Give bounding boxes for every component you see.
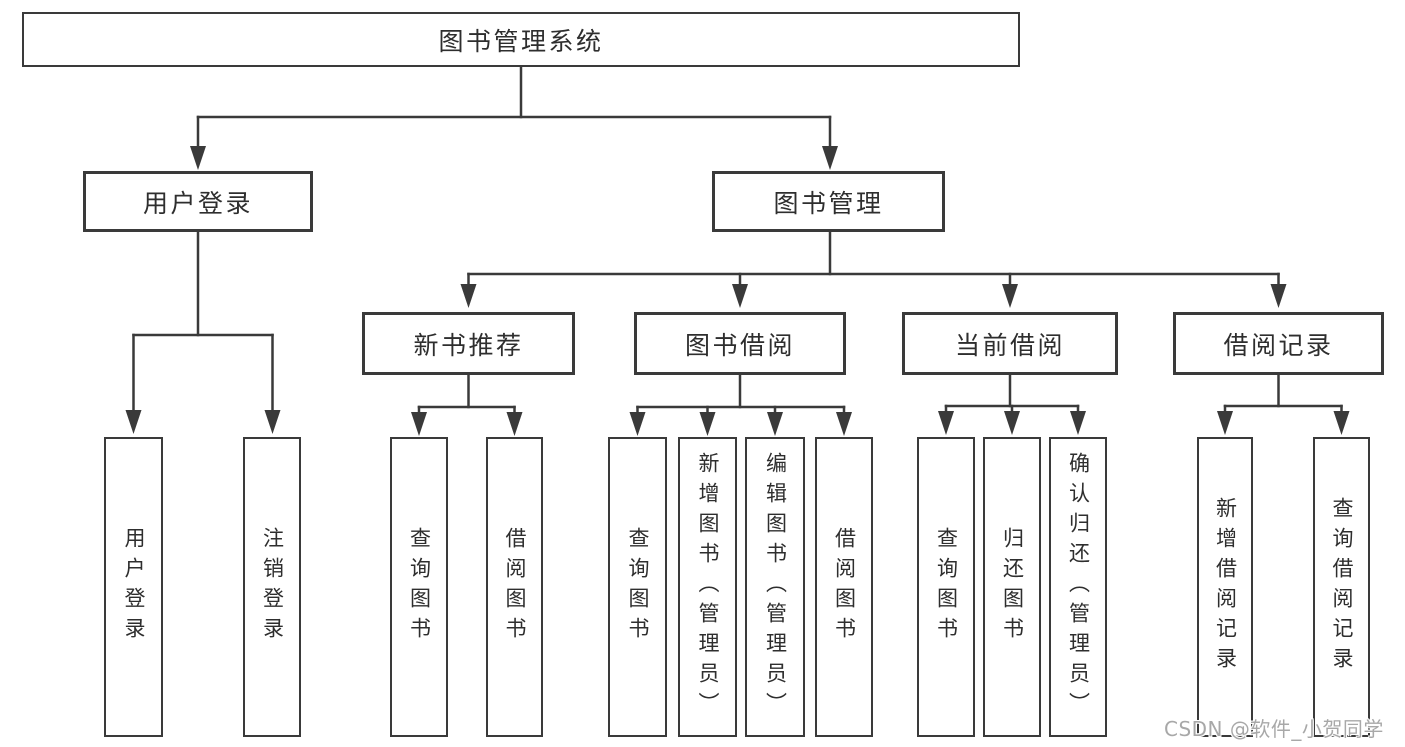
leaf-add-borrow-record: 新增借阅记录 [1197,437,1253,737]
node-new-book-recommendation: 新书推荐 [362,312,575,375]
connector-current-borrow-children [938,373,1086,435]
connector-borrow-records-children [1217,373,1350,435]
connector-book-mgmt-to-level3 [460,230,1287,308]
connector-book-borrow-children [629,373,852,436]
leaf-user-login: 用户登录 [104,437,163,737]
leaf-label: 用户登录 [122,527,146,647]
node-book-borrowing: 图书借阅 [634,312,846,375]
leaf-query-books-recommend: 查询图书 [390,437,448,737]
leaf-query-borrow-record: 查询借阅记录 [1313,437,1370,737]
node-user-login: 用户登录 [83,171,313,232]
leaf-label: 查询借阅记录 [1330,497,1354,677]
leaf-edit-book-admin: 编辑图书（管理员） [745,437,805,737]
leaf-borrow-books-recommend: 借阅图书 [486,437,543,737]
leaf-return-books: 归还图书 [983,437,1041,737]
leaf-label: 借阅图书 [503,527,527,647]
leaf-label: 注销登录 [260,527,285,647]
leaf-label: 查询图书 [934,527,959,647]
leaf-query-books-borrow: 查询图书 [608,437,667,737]
connector-root-to-level2 [190,65,838,170]
leaf-label: 新增借阅记录 [1213,497,1238,677]
node-root-system: 图书管理系统 [22,12,1020,67]
node-current-borrowing: 当前借阅 [902,312,1118,375]
node-borrowing-records: 借阅记录 [1173,312,1384,375]
leaf-label: 新增图书（管理员） [696,452,720,722]
leaf-query-books-current: 查询图书 [917,437,975,737]
leaf-label: 编辑图书（管理员） [763,452,788,722]
csdn-watermark: CSDN @软件_小贺同学 [1164,717,1384,741]
leaf-borrow-books: 借阅图书 [815,437,873,737]
leaf-add-book-admin: 新增图书（管理员） [678,437,737,737]
leaf-logout: 注销登录 [243,437,301,737]
node-book-management: 图书管理 [712,171,945,232]
leaf-label: 确认归还（管理员） [1066,452,1091,722]
connector-new-book-children [411,373,523,436]
leaf-label: 查询图书 [626,527,650,647]
leaf-confirm-return-admin: 确认归还（管理员） [1049,437,1107,737]
connector-user-login-children [125,230,281,434]
leaf-label: 归还图书 [1000,527,1025,647]
leaf-label: 查询图书 [407,527,432,647]
leaf-label: 借阅图书 [832,527,857,647]
